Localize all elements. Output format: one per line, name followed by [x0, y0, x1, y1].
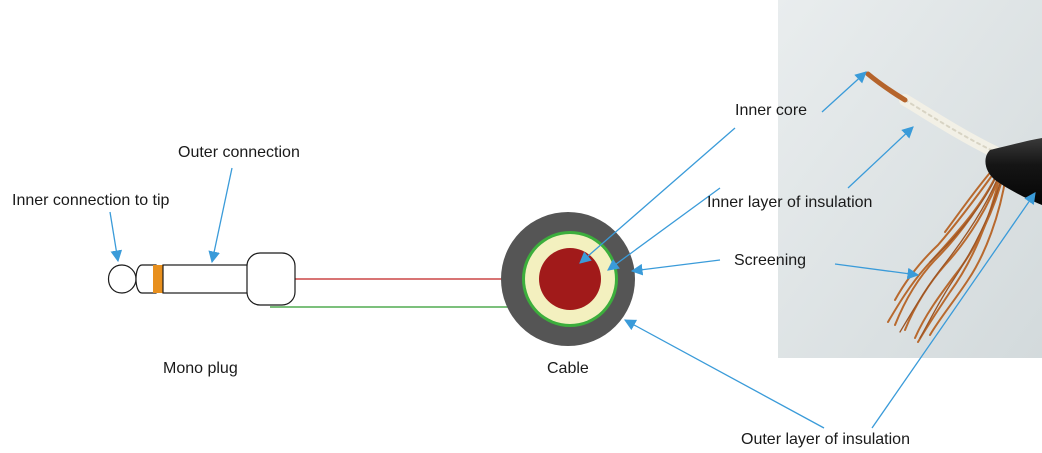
inner-core-label: Inner core: [735, 102, 808, 119]
cable-photo: [778, 0, 1042, 358]
mono-plug-drawing: [107, 252, 296, 306]
arrow-outer-insulation-to-section: [623, 319, 825, 429]
arrow-outer-connection: [208, 167, 233, 264]
arrow-screening-to-photo: [834, 263, 920, 280]
arrow-outer-insulation-to-photo: [871, 192, 1036, 429]
arrow-inner-connection: [109, 211, 123, 263]
arrow-inner-insulation-to-photo: [847, 126, 914, 189]
arrow-inner-core-to-photo: [821, 71, 867, 113]
mono-plug-label: Mono plug: [163, 360, 238, 377]
outer-insulation-label: Outer layer of insulation: [741, 431, 910, 448]
inner-connection-label: Inner connection to tip: [12, 192, 170, 209]
arrow-screening-to-section: [630, 259, 721, 276]
arrow-inner-core-to-section: [579, 127, 736, 264]
screening-label: Screening: [734, 252, 807, 269]
cable-label: Cable: [547, 360, 589, 377]
inner-insulation-label: Inner layer of insulation: [707, 194, 873, 211]
cable-cross-section: [501, 212, 635, 346]
arrow-inner-insulation-to-section: [607, 187, 721, 271]
outer-connection-label: Outer connection: [178, 144, 300, 161]
